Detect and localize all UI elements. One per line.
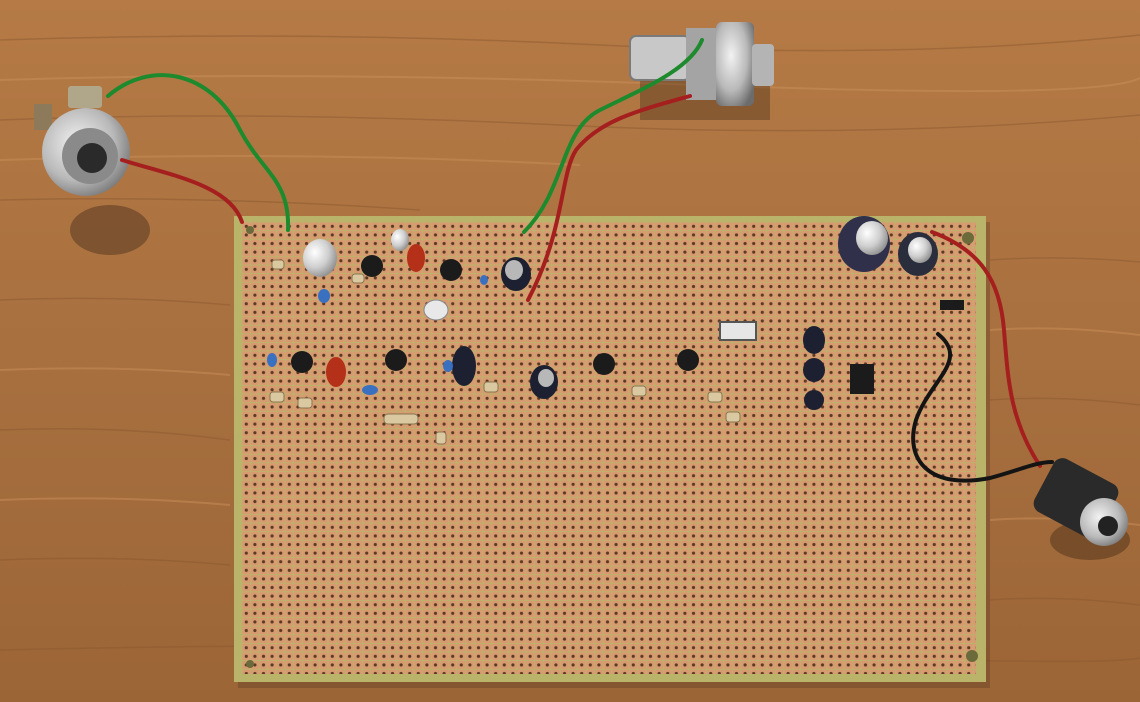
diode (940, 300, 964, 310)
jack-bushing (752, 44, 774, 86)
capacitor-top (505, 260, 523, 280)
jack-lug (34, 104, 52, 130)
electrolytic-capacitor (452, 346, 476, 386)
electrolytic-capacitor (804, 390, 824, 410)
electrolytic-capacitor (803, 326, 825, 354)
film-capacitor (407, 244, 425, 272)
ic-chip (850, 364, 874, 394)
transistor (593, 353, 615, 375)
jack-socket (77, 143, 107, 173)
transistor (361, 255, 383, 277)
resistor (725, 411, 741, 423)
resistor (707, 391, 723, 403)
capacitor-top (538, 369, 554, 387)
dc-power-jack (1033, 458, 1130, 560)
film-capacitor (326, 357, 346, 387)
resistor (435, 431, 447, 445)
green-wire-input (106, 73, 291, 232)
resistor (483, 381, 499, 393)
electrolytic-capacitor (303, 239, 337, 277)
mount-hole-bottom-right (966, 650, 978, 662)
red-wire-output (526, 94, 692, 302)
resistor (269, 391, 285, 403)
mount-hole-bottom-left (246, 660, 254, 668)
mount-hole-top-left (246, 226, 254, 234)
transistor (291, 351, 313, 373)
jack-socket (1098, 516, 1118, 536)
resistor (297, 397, 313, 409)
red-wire-input (120, 158, 244, 224)
ceramic-capacitor (267, 353, 277, 367)
transistor (385, 349, 407, 371)
red-wire-power (930, 230, 1042, 468)
mount-hole-top-right (962, 232, 974, 244)
ceramic-capacitor (318, 289, 330, 303)
output-jack (629, 22, 774, 120)
ceramic-capacitor (362, 385, 378, 395)
perfboard-copper-grid (242, 222, 976, 674)
resistor (631, 385, 647, 397)
resistors (269, 259, 741, 445)
wires (106, 38, 1054, 483)
electrolytic-capacitor (391, 229, 409, 251)
voltage-regulator (719, 321, 757, 341)
wood-grain (0, 34, 1140, 663)
resistor (351, 273, 365, 284)
green-wire-output (522, 38, 704, 234)
jack-tab (629, 35, 691, 81)
electrolytic-capacitors (303, 216, 938, 410)
transistor (677, 349, 699, 371)
jack-tab (68, 86, 102, 108)
electrolytic-capacitor (803, 358, 825, 382)
ceramic-capacitor (443, 360, 453, 372)
capacitor-top (908, 237, 932, 263)
capacitor-top (856, 221, 888, 255)
black-wire-power (911, 332, 1054, 483)
jack-nut (716, 22, 754, 106)
transistor (440, 259, 462, 281)
resistor (271, 259, 285, 270)
jack-shadow (70, 205, 150, 255)
ceramic-capacitor (480, 275, 488, 285)
resistor (383, 413, 419, 425)
trimmer-potentiometer (423, 299, 449, 321)
small-capacitors (267, 244, 488, 395)
input-jack (34, 86, 150, 255)
